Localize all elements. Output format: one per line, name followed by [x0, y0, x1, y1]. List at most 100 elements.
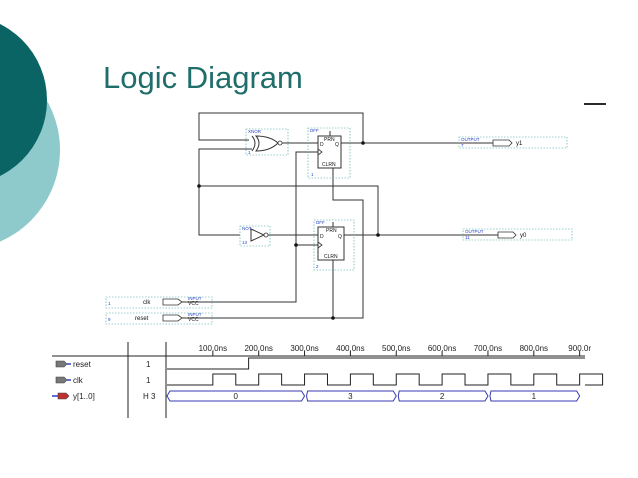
in-reset-id: 9	[108, 317, 111, 322]
dff-bot-body	[317, 226, 345, 261]
input-pin-icon	[55, 376, 68, 384]
signal-name: clk	[73, 376, 84, 385]
junction	[376, 233, 380, 237]
bus-value: 1	[532, 392, 537, 401]
input-reset[interactable]: 9 reset INPUT VCC	[105, 312, 213, 325]
in-reset-vcc: VCC	[188, 317, 199, 323]
out-y0-pin-shape	[497, 231, 517, 239]
reset-trace	[167, 357, 585, 370]
time-label: 200.0ns	[244, 344, 272, 353]
wires	[182, 112, 498, 319]
dff-bot-q: Q	[338, 234, 342, 240]
dff-top-clk-triangle	[317, 148, 323, 156]
in-reset-frame	[105, 312, 213, 325]
junction	[294, 243, 298, 247]
time-label: 100.0ns	[199, 344, 227, 353]
dff-bot-id: 2	[316, 264, 319, 269]
wire-clk	[182, 151, 318, 303]
dff-bot-clrn: CLRN	[324, 254, 338, 260]
dff-top-type: DFF	[310, 128, 319, 133]
xnor-id: 1	[248, 150, 251, 155]
xnor-frame	[245, 128, 289, 156]
in-clk-type: INPUT	[188, 296, 202, 301]
bus-segment	[489, 390, 581, 402]
input-clk[interactable]: 1 clk INPUT VCC	[105, 296, 213, 309]
time-label: 400.0ns	[336, 344, 364, 353]
signal-value: H 3	[143, 392, 156, 401]
not-id: 13	[242, 240, 248, 245]
xnor-bubble	[277, 140, 283, 146]
out-y1-name: y1	[516, 141, 523, 147]
signal-row-y10[interactable]: y[1..0] H 3	[52, 392, 156, 401]
title-rule	[584, 103, 606, 105]
wire-reset	[182, 199, 364, 319]
wire-q-rail	[199, 185, 379, 235]
bus-segment	[306, 390, 397, 402]
dark-teal-circle	[0, 23, 47, 177]
out-y0-frame	[462, 228, 573, 241]
signal-name: reset	[73, 360, 92, 369]
dff-bot-type: DFF	[316, 220, 325, 225]
output-bus-icon	[57, 392, 70, 400]
in-clk-frame	[105, 296, 213, 309]
in-clk-name: clk	[143, 300, 151, 306]
in-reset-pin-shape	[162, 314, 183, 322]
output-y0[interactable]: OUTPUT 11 y0	[462, 228, 573, 241]
wire-reset-clrn-top	[332, 168, 356, 201]
bus-segment	[397, 390, 489, 402]
out-y0-name: y0	[520, 233, 527, 239]
dff-top[interactable]: DFF PRN D Q CLRN 1	[307, 127, 351, 179]
junction	[331, 316, 335, 320]
xnor-type-label: XNOR	[248, 129, 262, 134]
junction	[361, 141, 365, 145]
time-label: 600.0ns	[428, 344, 456, 353]
junction	[197, 184, 201, 188]
dff-bot-d: D	[320, 234, 324, 240]
bus-segment	[166, 390, 306, 402]
xnor-back-curve	[251, 135, 256, 152]
in-clk-vcc: VCC	[188, 301, 199, 307]
time-label: 800.0ns	[520, 344, 548, 353]
time-label: 900.0r	[568, 344, 591, 353]
out-y1-id: 7	[461, 143, 464, 148]
not-gate[interactable]: NOT 13	[239, 225, 271, 247]
not-frame	[239, 225, 271, 247]
bus-value: 2	[440, 392, 445, 401]
dff-bottom[interactable]: DFF PRN D Q CLRN 2	[313, 219, 355, 271]
out-y1-frame	[458, 136, 568, 149]
wire-loop-top	[198, 112, 364, 143]
in-reset-name: reset	[135, 316, 149, 322]
dff-top-d: D	[320, 142, 324, 148]
signal-value: 1	[146, 360, 151, 369]
wire-xnor-in2	[198, 148, 252, 236]
signal-value: 1	[146, 376, 151, 385]
bus-value: 0	[234, 392, 239, 401]
in-clk-id: 1	[108, 301, 111, 306]
dff-top-frame	[307, 127, 351, 179]
time-label: 500.0ns	[382, 344, 410, 353]
xnor-body	[254, 135, 279, 152]
output-y1[interactable]: OUTPUT 7 y1	[458, 136, 568, 149]
signal-row-reset[interactable]: reset 1	[55, 360, 151, 369]
signal-row-clk[interactable]: clk 1	[55, 376, 151, 385]
slide-title: Logic Diagram	[103, 60, 303, 95]
not-triangle	[250, 228, 266, 242]
xnor-gate[interactable]: XNOR 1	[245, 128, 289, 156]
dff-top-prn: PRN	[324, 137, 335, 143]
not-type-label: NOT	[242, 226, 252, 231]
dff-top-clrn: CLRN	[322, 162, 336, 168]
in-clk-pin-shape	[162, 298, 183, 306]
junctions	[197, 141, 380, 320]
signal-name: y[1..0]	[73, 392, 95, 401]
dff-bot-prn: PRN	[326, 228, 337, 234]
dff-top-id: 1	[311, 172, 314, 177]
time-label: 700.0ns	[474, 344, 502, 353]
not-bubble	[263, 232, 269, 238]
out-y1-type: OUTPUT	[461, 137, 480, 142]
dff-top-q: Q	[335, 142, 339, 148]
